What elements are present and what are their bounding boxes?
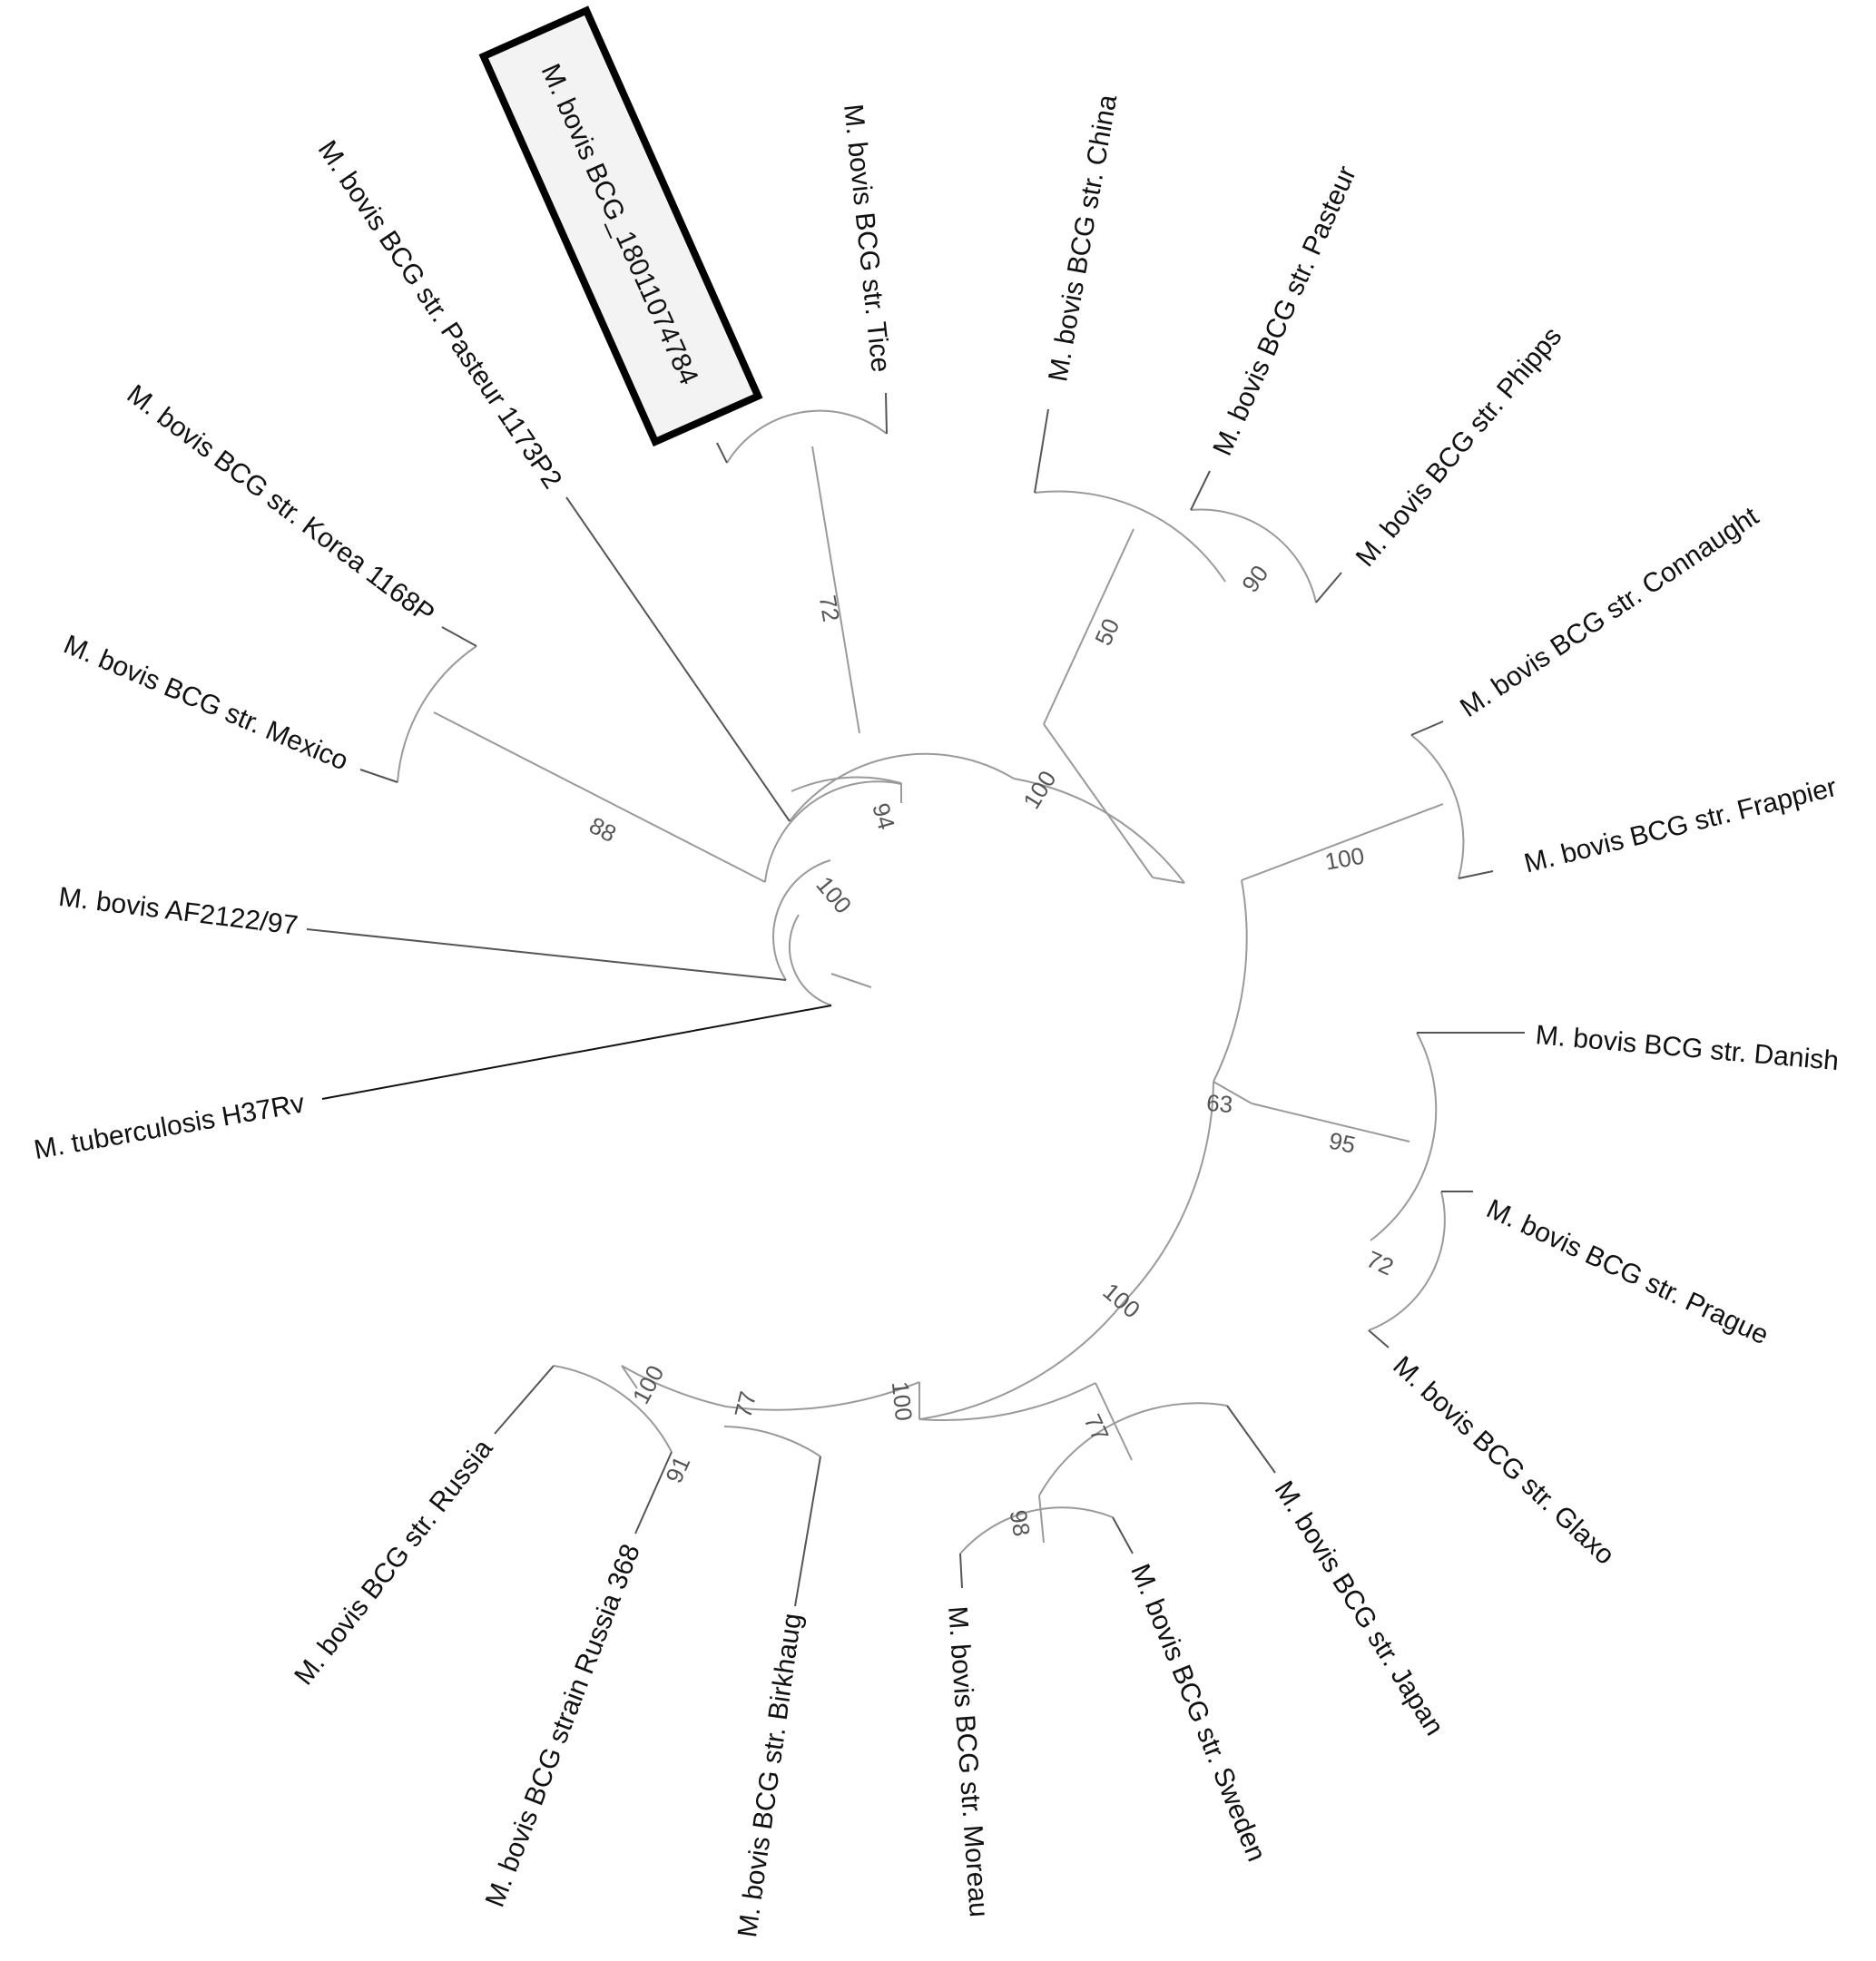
branch-japan [1226,1405,1276,1474]
leaf-label-japan: M. bovis BCG str. Japan [1269,1476,1449,1741]
bootstrap-right-63: 63 [1205,1089,1233,1118]
branch-90-arc [1190,508,1317,603]
bootstrap-inner-94: 94 [867,799,900,832]
bootstrap-lower-100b: 100 [887,1380,918,1422]
leaf-label-connaught: M. bovis BCG str. Connaught [1455,501,1764,723]
branch-korea [441,626,477,647]
leaf-label-pasteur1173: M. bovis BCG str. Pasteur 1173P2 [312,135,568,494]
bottom-arc-left [621,1365,727,1407]
bootstrap-pasteur-phipps: 90 [1236,560,1273,597]
branch-tb [321,1005,832,1100]
bootstrap-china-group: 50 [1089,614,1125,650]
right-arc-63 [1123,1081,1214,1303]
branch-77-arc [1038,1402,1228,1496]
branch-100-arc [1410,734,1465,879]
leaf-labels: M. bovis BCG_18011074784 M. bovis BCG st… [32,60,1840,1939]
highlight-box-group [478,5,763,447]
tree-branches [306,392,1525,1607]
bootstrap-danish-group: 95 [1327,1127,1359,1159]
branch-pasteur1173 [565,496,791,822]
branch-77b-arc [723,1426,821,1457]
leaf-label-sweden: M. bovis BCG str. Sweden [1125,1560,1272,1866]
leaf-label-prague: M. bovis BCG str. Prague [1482,1193,1773,1350]
branch-95-arc [1370,1032,1438,1241]
leaf-label-russia368: M. bovis BCG strain Russia 368 [480,1540,646,1911]
branch-russia [494,1365,555,1435]
leaf-label-frappier: M. bovis BCG str. Frappier [1521,772,1840,879]
leaf-label-tice: M. bovis BCG str. Tice [838,103,896,374]
leaf-label-danish: M. bovis BCG str. Danish [1535,1020,1841,1076]
branch-95-stem [1251,1103,1410,1142]
inner-arc-2 [764,780,902,883]
branch-100c-arc [553,1365,673,1453]
branch-77-stem [1095,1382,1133,1461]
branch-moreau [959,1553,963,1589]
branch-highlighted [716,442,728,464]
bootstrap-upper-clade: 100 [1017,766,1061,814]
branch-af2122 [306,928,787,981]
inner-arc-1 [772,859,831,981]
branch-98-stem [1038,1495,1045,1544]
bootstrap-prague-glaxo: 72 [1362,1245,1398,1280]
bootstrap-connaught-frappier: 100 [1322,842,1366,876]
highlight-box [478,5,763,447]
branch-pasteur [1190,470,1211,511]
branch-right63-conn [1213,1081,1252,1104]
branch-98-arc [959,1506,1114,1554]
leaf-label-china: M. bovis BCG str. China [1043,93,1123,384]
leaf-label-mexico: M. bovis BCG str. Mexico [59,630,352,777]
branch-100c-stem [621,1365,638,1389]
bootstrap-japan-group: 77 [1078,1410,1114,1446]
branch-russia368 [634,1451,673,1534]
bottom-arc [725,1381,920,1411]
bootstrap-russia-group: 100 [627,1361,670,1408]
branch-birkhaug [794,1456,821,1607]
branch-sweden [1112,1516,1134,1554]
leaf-label-tb: M. tuberculosis H37Rv [32,1088,307,1165]
bootstrap-russia368: 91 [660,1452,695,1487]
branch-88-stem [433,711,766,883]
bootstrap-mexico-korea: 88 [584,811,621,848]
leaf-label-glaxo: M. bovis BCG str. Glaxo [1387,1350,1620,1570]
root-stub [830,973,872,988]
bootstrap-labels: 72 50 90 100 94 100 88 100 63 95 72 100 … [584,560,1398,1538]
leaf-label-af2122: M. bovis AF2122/97 [57,882,300,941]
root-arc [788,914,832,1006]
branch-88-arc [397,645,477,783]
right-arc-100 [918,1301,1125,1420]
leaf-label-russia: M. bovis BCG str. Russia [289,1434,498,1691]
bootstrap-highlighted-tice: 72 [814,593,846,624]
bootstrap-inner-100: 100 [810,871,857,919]
leaf-label-pasteur: M. bovis BCG str. Pasteur [1207,162,1362,460]
leaf-label-moreau: M. bovis BCG str. Moreau [942,1605,994,1918]
branch-frappier [1458,870,1494,879]
bootstrap-birkhaug-group: 77 [729,1388,761,1420]
leaf-label-phipps: M. bovis BCG str. Phipps [1351,321,1568,573]
leaf-label-korea: M. bovis BCG str. Korea 1168P [122,379,440,630]
bootstrap-moreau-sweden: 98 [1005,1508,1036,1539]
inner-arc-4 [791,776,902,792]
main-arc-right [1152,877,1248,1083]
branch-phipps [1315,572,1342,603]
inner-arc-3 [789,752,1015,822]
branch-50-arc [1034,490,1226,583]
branch-upper100 [1043,723,1154,878]
branch-connaught [1410,721,1444,736]
bottom-arc-right [918,1382,1096,1422]
leaf-label-birkhaug: M. bovis BCG str. Birkhaug [732,1612,808,1939]
branch-mexico [359,769,398,783]
branch-tice [885,392,888,435]
branch-72-stem [811,446,860,734]
branch-100-stem [1241,803,1444,881]
branch-glaxo [1368,1329,1390,1348]
branch-china [1034,408,1049,494]
branch-72-arc [726,409,888,464]
branch-50-stem [1043,528,1134,725]
branch-72b-arc [1368,1191,1446,1331]
